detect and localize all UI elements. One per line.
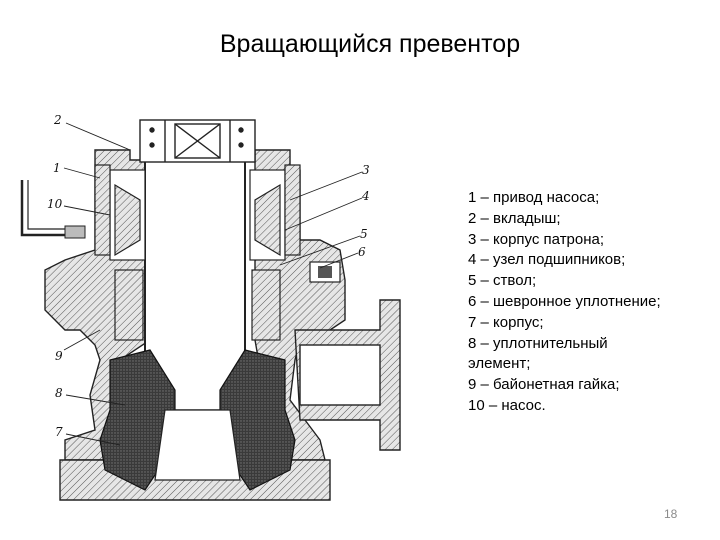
legend-item: 6 – шевронное уплотнение; [468,292,661,310]
callout-9: 9 [55,349,63,363]
bearing-assembly-right [249,164,301,341]
pump-pipe [20,180,70,237]
callout-10: 10 [47,197,63,211]
legend-item: элемент; [468,355,531,373]
callout-8: 8 [55,386,63,400]
callout-1: 1 [53,161,61,175]
legend-item: 7 – корпус; [468,313,544,331]
callout-4: 4 [361,189,370,203]
callout-3: 3 [362,163,370,177]
callout-6: 6 [358,245,366,259]
callout-7: 7 [55,425,63,439]
legend-item: 10 – насос. [468,396,546,414]
slide-title: Вращающийся превентор [219,30,521,58]
callout-5: 5 [360,227,368,241]
callout-2: 2 [53,113,62,127]
top-insert [139,119,256,163]
sealing-element [99,349,296,491]
legend-item: 2 – вкладыш; [468,209,561,227]
legend-item: 3 – корпус патрона; [468,230,605,248]
legend-item: 8 – уплотнительный [468,334,608,352]
legend-item: 4 – узел подшипников; [468,251,626,269]
legend-item: 1 – привод насоса; [468,189,600,206]
legend-item: 5 – ствол; [468,272,537,290]
legend-item: 9 – байонетная гайка; [468,376,620,394]
page-number: 18 [664,507,678,521]
bearing-assembly-left [94,164,146,341]
leader-lines [63,122,363,446]
bore [144,149,246,411]
legend-list: 1 – привод насоса; 2 – вкладыш; 3 – корп… [468,188,708,417]
